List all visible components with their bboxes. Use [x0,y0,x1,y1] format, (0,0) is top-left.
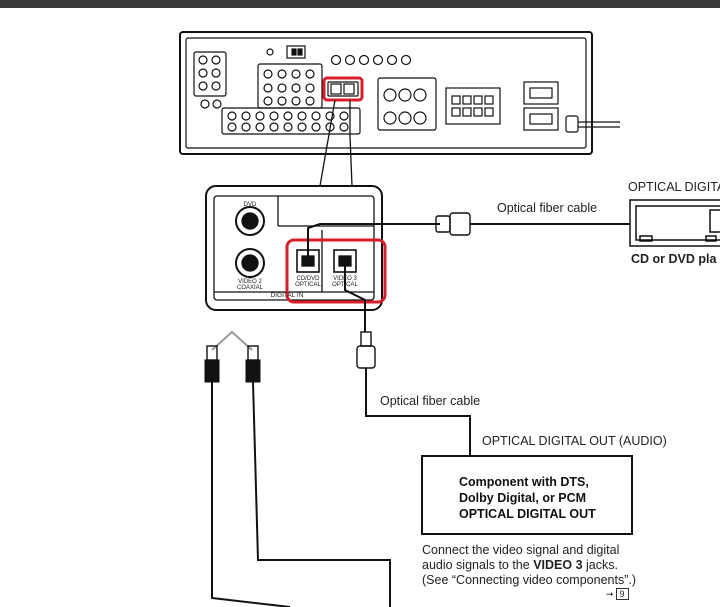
note-line-2-post: jacks. [582,558,618,572]
page-reference[interactable]: ➞9 [606,588,629,600]
receiver-rear-panel [179,31,620,155]
note-line-2-pre: audio signals to the [422,558,534,572]
cd-dvd-player [629,199,720,247]
component-box-text: Component with DTS, Dolby Digital, or PC… [459,474,596,522]
optical-digital-out-label: OPTICAL DIGITAL OUT (AUDIO) [482,434,667,448]
rca-cables [204,330,391,607]
note-line-2: audio signals to the VIDEO 3 jacks. [422,558,636,573]
optical-cable-bottom [344,262,471,456]
cd-dvd-player-label: CD or DVD pla [631,252,717,266]
cddvd-label-b: OPTICAL [295,282,321,288]
component-box [421,455,633,535]
video2-label-a: VIDEO 2 [238,279,262,285]
video2-label-b: COAXIAL [236,285,263,291]
rear-optical-highlight [322,76,364,102]
component-line-2: Dolby Digital, or PCM [459,491,587,505]
cddvd-label-a: CD/DVD [296,276,320,282]
optical-cable-top [307,212,630,256]
video3-optical-label: VIDEO 3 OPTICAL [329,276,361,288]
video3-label-a: VIDEO 3 [333,276,357,282]
video3-label-b: OPTICAL [332,282,358,288]
digital-in-label: DIGITAL IN [270,292,304,299]
note-line-3: (See “Connecting video components”.) [422,573,637,587]
inset-optical-highlight [285,238,387,304]
window-top-bar [0,0,720,8]
connection-note: Connect the video signal and digital aud… [422,543,636,588]
optical-cable-bottom-label: Optical fiber cable [380,394,481,408]
optical-cable-top-label: Optical fiber cable [497,201,598,215]
page-number: 9 [615,588,629,600]
component-line-1: Component with DTS, [459,475,589,489]
arrow-icon: ➞ [606,589,614,599]
callout-lines [319,99,353,187]
cddvd-optical-label: CD/DVD OPTICAL [292,276,324,288]
note-line-1: Connect the video signal and digital [422,543,620,557]
video2-coaxial-label: VIDEO 2 COAXIAL [232,279,268,291]
dvd-jack-label: DVD [243,202,257,208]
note-line-2-bold: VIDEO 3 [533,558,583,572]
component-line-3: OPTICAL DIGITAL OUT [459,507,596,521]
optical-digital-top-label: OPTICAL DIGITA [628,180,720,194]
